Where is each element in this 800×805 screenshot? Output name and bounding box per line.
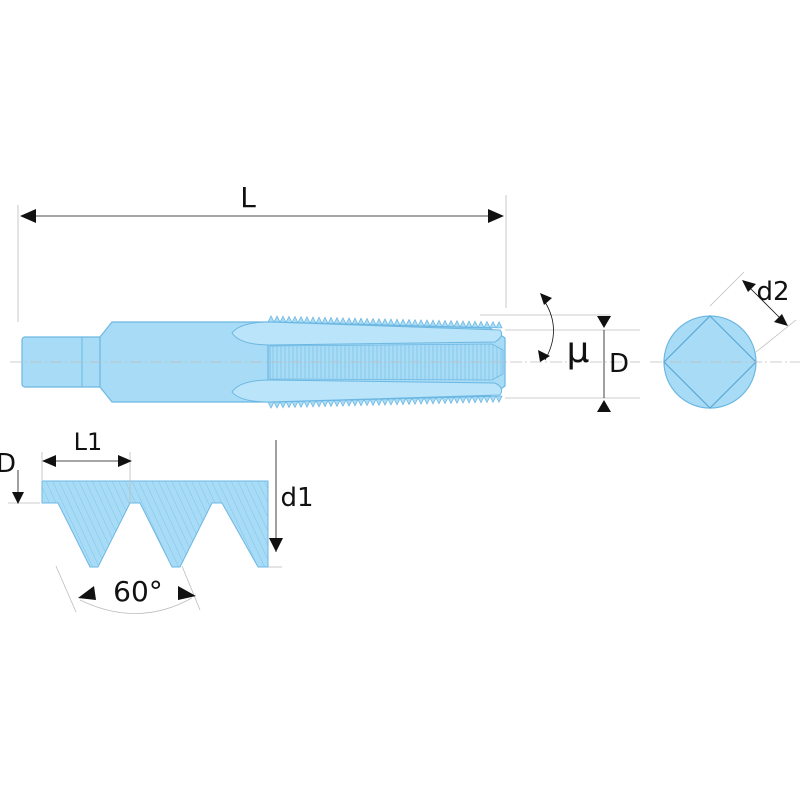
arrow-icon [78, 586, 96, 600]
dimension-taper-angle: μ [480, 293, 640, 399]
dimension-diameter: D [597, 316, 629, 412]
depth-label: d1 [280, 483, 313, 513]
arrow-icon [742, 280, 756, 292]
arrow-icon [597, 400, 611, 412]
flute-top [231, 321, 503, 346]
arrow-icon [538, 350, 550, 362]
arrow-icon [178, 586, 196, 600]
square-size-label: d2 [756, 277, 789, 307]
arrow-icon [597, 316, 611, 328]
arrow-icon [269, 538, 283, 552]
dimension-length: L [17, 181, 507, 322]
taper-angle-label: μ [567, 330, 590, 371]
arrow-icon [488, 209, 504, 223]
thread-profile: L1 D d1 60° [0, 428, 314, 614]
arrow-icon [118, 455, 132, 467]
length-label: L [240, 181, 256, 214]
thread-teeth-top [267, 315, 503, 329]
diameter-label: D [609, 349, 629, 379]
tap-end-view: d2 [650, 271, 800, 409]
arrow-icon [20, 209, 36, 223]
arrow-icon [540, 293, 552, 305]
arrow-icon [42, 455, 56, 467]
thread-teeth-bottom [267, 395, 503, 409]
profile-diameter-label: D [0, 449, 16, 479]
tap-side-view [10, 315, 640, 409]
arrow-icon [12, 492, 24, 504]
angle-label: 60° [113, 575, 163, 608]
flute-bottom [231, 379, 503, 403]
arrow-icon [774, 314, 788, 326]
pitch-label: L1 [74, 428, 103, 456]
